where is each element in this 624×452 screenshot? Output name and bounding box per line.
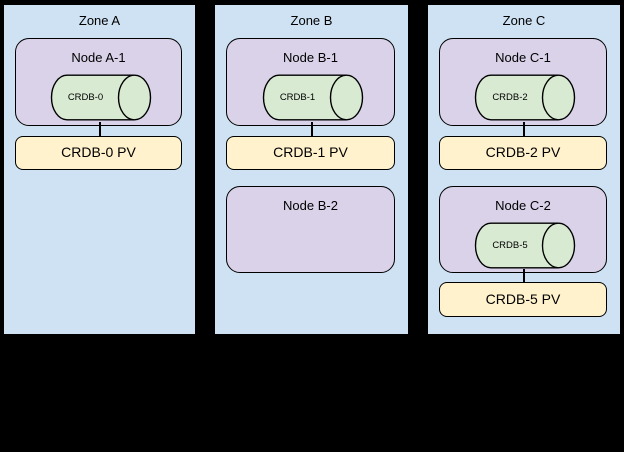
crdb-0-label: CRDB-0 [67, 92, 104, 103]
cylinder-shape [474, 222, 576, 269]
zone-b-container: Zone B Node B-1 CRDB-1 CRDB-1 PV Node B-… [213, 3, 410, 336]
crdb-2-pv-box: CRDB-2 PV [439, 136, 607, 170]
node-b2-label: Node B-2 [283, 198, 338, 213]
node-c1-box: Node C-1 CRDB-2 [439, 38, 607, 126]
crdb-2-label: CRDB-2 [492, 92, 528, 103]
crdb-5-pv-box: CRDB-5 PV [439, 282, 607, 317]
node-c1-label: Node C-1 [495, 50, 551, 65]
crdb-2-cylinder-icon: CRDB-2 [470, 74, 576, 121]
crdb-1-label: CRDB-1 [279, 92, 316, 103]
crdb-1-to-pv-connector [310, 122, 313, 137]
zone-a-label: Zone A [78, 13, 121, 28]
node-b2-box: Node B-2 [226, 186, 395, 273]
crdb-1-pv-box: CRDB-1 PV [226, 136, 395, 170]
node-c2-label: Node C-2 [495, 198, 551, 213]
crdb-2-to-pv-connector [523, 122, 525, 137]
cylinder-shape [474, 74, 576, 121]
node-b1-box: Node B-1 CRDB-1 [226, 38, 395, 126]
cylinder-shape [50, 74, 151, 121]
node-a1-box: Node A-1 CRDB-0 [15, 38, 182, 126]
crdb-0-cylinder-icon: CRDB-0 [46, 74, 152, 121]
zone-c-label: Zone C [502, 13, 546, 28]
crdb-5-cylinder-icon: CRDB-5 [470, 222, 576, 269]
zone-c-container: Zone C Node C-1 CRDB-2 CRDB-2 PV Node C-… [426, 3, 622, 336]
zone-b-label: Zone B [290, 13, 333, 28]
crdb-1-cylinder-icon: CRDB-1 [258, 74, 364, 121]
node-c2-box: Node C-2 CRDB-5 [439, 186, 607, 273]
cylinder-shape [262, 74, 363, 121]
crdb-0-pv-box: CRDB-0 PV [15, 136, 182, 170]
zone-a-container: Zone A Node A-1 CRDB-0 CRDB-0 PV [2, 3, 197, 336]
node-a1-label: Node A-1 [71, 50, 126, 65]
crdb-0-to-pv-connector [98, 122, 101, 137]
node-b1-label: Node B-1 [283, 50, 338, 65]
crdb-5-to-pv-connector [523, 269, 525, 283]
crdb-5-label: CRDB-5 [492, 240, 528, 251]
